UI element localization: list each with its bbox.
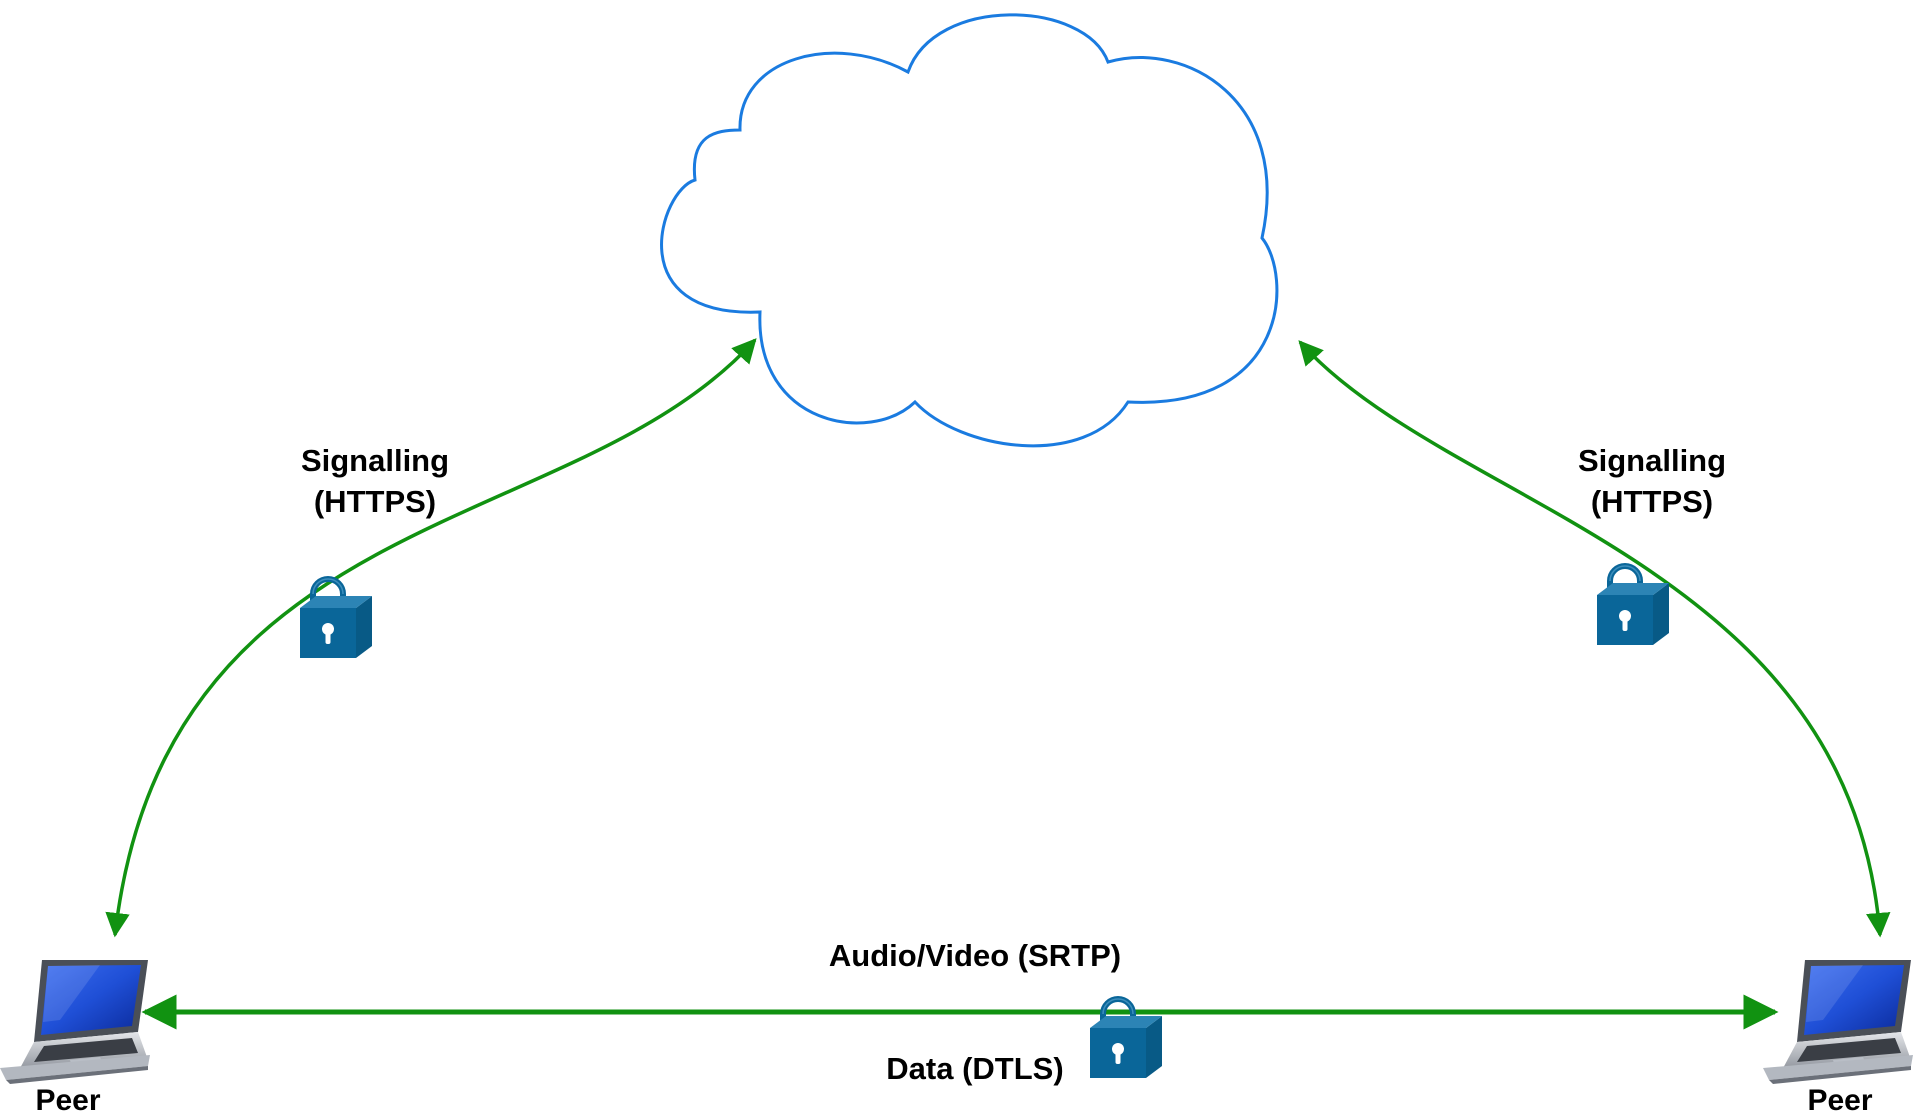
signalling-left-line2: (HTTPS) bbox=[314, 484, 436, 519]
media-label-bottom: Data (DTLS) bbox=[886, 1051, 1063, 1086]
signalling-right-line1: Signalling bbox=[1578, 443, 1726, 478]
peer-left-label: Peer bbox=[35, 1084, 100, 1113]
signalling-right-line2: (HTTPS) bbox=[1591, 484, 1713, 519]
cloud-shape bbox=[660, 13, 1279, 448]
padlock-icon bbox=[300, 579, 372, 658]
cloud bbox=[660, 13, 1279, 448]
peer-left: Peer bbox=[0, 960, 150, 1113]
peer-right-label: Peer bbox=[1807, 1084, 1872, 1113]
signalling-link-left bbox=[105, 338, 757, 938]
laptop-icon bbox=[0, 960, 150, 1084]
peer-right: Peer bbox=[1763, 960, 1913, 1113]
laptop-icon bbox=[1763, 960, 1913, 1084]
signalling-left-line1: Signalling bbox=[301, 443, 449, 478]
signalling-label-right: Signalling (HTTPS) bbox=[1578, 443, 1726, 519]
media-label-top: Audio/Video (SRTP) bbox=[829, 938, 1121, 973]
signalling-label-left: Signalling (HTTPS) bbox=[301, 443, 449, 519]
signalling-link-right bbox=[1298, 340, 1891, 938]
